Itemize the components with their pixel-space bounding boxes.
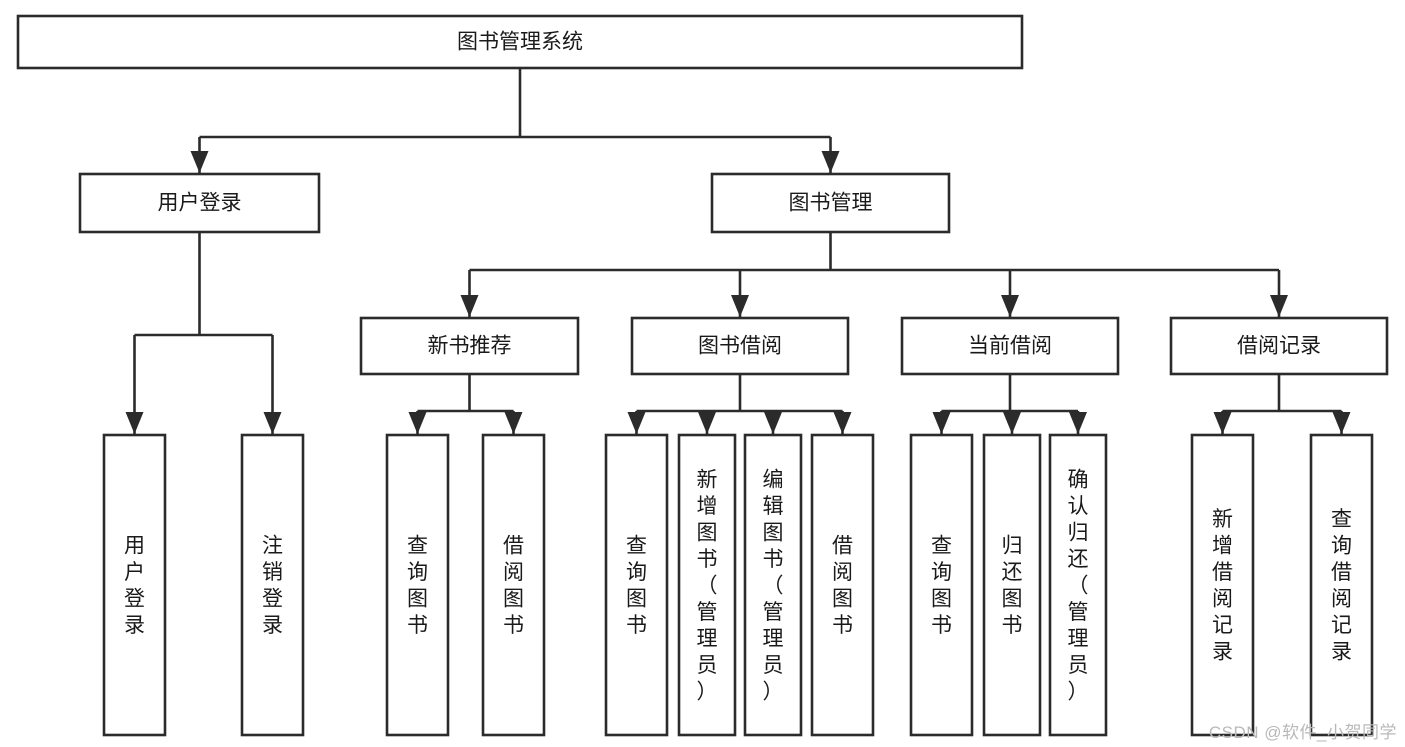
node-box-leaf-edit-book[interactable]: [743, 433, 803, 737]
node-leaf-confirm-return[interactable]: 确认归还（管理员）: [1048, 433, 1108, 737]
node-box-leaf-query-book-1[interactable]: [385, 433, 450, 737]
arrow-icon-to-leaf-borrow-book-2: [833, 412, 852, 434]
arrow-icon-to-leaf-query-record: [1332, 412, 1351, 434]
node-label-leaf-edit-book: 编辑图书（管理员）: [763, 468, 784, 703]
node-box-leaf-logout[interactable]: [240, 433, 305, 737]
node-leaf-user-login[interactable]: 用户登录: [102, 433, 167, 737]
csdn-watermark: CSDN @软件_小贺同学: [1208, 723, 1397, 742]
node-label-leaf-query-book-2: 查询图书: [626, 535, 647, 638]
node-box-book-borrow[interactable]: [630, 316, 850, 376]
node-label-new-book-recommend: 新书推荐: [428, 335, 512, 358]
node-box-leaf-return-book[interactable]: [982, 433, 1042, 737]
node-label-book-manage: 图书管理: [789, 192, 873, 215]
node-leaf-return-book[interactable]: 归还图书: [982, 433, 1042, 737]
node-leaf-query-book-3[interactable]: 查询图书: [909, 433, 974, 737]
node-leaf-borrow-book-1[interactable]: 借阅图书: [481, 433, 546, 737]
arrow-icon-to-leaf-edit-book: [764, 412, 782, 434]
node-borrow-record[interactable]: 借阅记录: [1169, 316, 1389, 376]
arrow-icon-to-leaf-borrow-book-1: [504, 412, 523, 434]
node-label-leaf-add-book: 新增图书（管理员）: [697, 468, 718, 703]
node-box-user-login[interactable]: [78, 172, 321, 234]
node-label-borrow-record: 借阅记录: [1237, 335, 1321, 358]
node-box-leaf-add-record[interactable]: [1190, 433, 1255, 737]
node-label-user-login: 用户登录: [158, 192, 242, 215]
node-label-leaf-borrow-book-2: 借阅图书: [832, 535, 853, 638]
node-leaf-edit-book[interactable]: 编辑图书（管理员）: [743, 433, 803, 737]
node-label-leaf-logout: 注销登录: [262, 535, 283, 638]
node-book-manage[interactable]: 图书管理: [710, 172, 951, 234]
arrow-icon-to-leaf-add-record: [1213, 412, 1232, 434]
arrow-icon-to-leaf-query-book-2: [627, 412, 646, 434]
node-box-leaf-add-book[interactable]: [677, 433, 737, 737]
node-box-leaf-borrow-book-2[interactable]: [810, 433, 875, 737]
node-label-leaf-add-record: 新增借阅记录: [1212, 508, 1233, 664]
node-box-current-borrow[interactable]: [900, 316, 1120, 376]
node-leaf-query-book-1[interactable]: 查询图书: [385, 433, 450, 737]
node-box-leaf-query-record[interactable]: [1309, 433, 1374, 737]
node-label-leaf-borrow-book-1: 借阅图书: [503, 535, 524, 638]
node-leaf-query-book-2[interactable]: 查询图书: [604, 433, 669, 737]
node-book-borrow[interactable]: 图书借阅: [630, 316, 850, 376]
node-label-leaf-query-record: 查询借阅记录: [1331, 508, 1352, 664]
arrow-icon-to-leaf-query-book-1: [408, 412, 427, 434]
node-box-leaf-user-login[interactable]: [102, 433, 167, 737]
node-label-leaf-query-book-1: 查询图书: [407, 535, 428, 638]
node-leaf-query-record[interactable]: 查询借阅记录: [1309, 433, 1374, 737]
node-box-root[interactable]: [16, 14, 1024, 70]
arrow-icon-to-book-manage: [821, 151, 840, 173]
node-label-book-borrow: 图书借阅: [698, 335, 782, 358]
node-root[interactable]: 图书管理系统: [16, 14, 1024, 70]
arrow-icon-to-leaf-add-book: [698, 412, 716, 434]
arrow-icon-to-book-borrow: [731, 295, 749, 317]
node-new-book-recommend[interactable]: 新书推荐: [359, 316, 580, 376]
node-label-leaf-query-book-3: 查询图书: [931, 535, 952, 638]
node-label-leaf-return-book: 归还图书: [1002, 535, 1023, 638]
node-box-leaf-borrow-book-1[interactable]: [481, 433, 546, 737]
node-box-leaf-query-book-3[interactable]: [909, 433, 974, 737]
node-label-root: 图书管理系统: [457, 31, 583, 54]
node-box-leaf-confirm-return[interactable]: [1048, 433, 1108, 737]
arrow-icon-to-user-login: [190, 151, 209, 173]
node-box-borrow-record[interactable]: [1169, 316, 1389, 376]
arrow-icon-to-leaf-logout: [263, 412, 282, 434]
arrow-icon-to-leaf-return-book: [1003, 412, 1021, 434]
node-leaf-borrow-book-2[interactable]: 借阅图书: [810, 433, 875, 737]
node-leaf-logout[interactable]: 注销登录: [240, 433, 305, 737]
arrow-icon-to-current-borrow: [1001, 295, 1019, 317]
node-box-book-manage[interactable]: [710, 172, 951, 234]
arrow-icon-to-borrow-record: [1270, 295, 1288, 317]
node-layer: 图书管理系统用户登录图书管理新书推荐图书借阅当前借阅借阅记录用户登录注销登录查询…: [16, 14, 1389, 737]
arrow-icon-to-new-book-recommend: [460, 295, 479, 317]
node-user-login[interactable]: 用户登录: [78, 172, 321, 234]
node-box-leaf-query-book-2[interactable]: [604, 433, 669, 737]
arrow-icon-to-leaf-confirm-return: [1069, 412, 1087, 434]
node-label-current-borrow: 当前借阅: [968, 335, 1052, 358]
node-leaf-add-book[interactable]: 新增图书（管理员）: [677, 433, 737, 737]
connector-layer: [125, 68, 1351, 434]
arrow-icon-to-leaf-user-login: [125, 412, 144, 434]
node-leaf-add-record[interactable]: 新增借阅记录: [1190, 433, 1255, 737]
node-label-leaf-user-login: 用户登录: [124, 535, 145, 638]
node-label-leaf-confirm-return: 确认归还（管理员）: [1068, 468, 1089, 703]
arrow-icon-to-leaf-query-book-3: [932, 412, 951, 434]
node-current-borrow[interactable]: 当前借阅: [900, 316, 1120, 376]
node-box-new-book-recommend[interactable]: [359, 316, 580, 376]
